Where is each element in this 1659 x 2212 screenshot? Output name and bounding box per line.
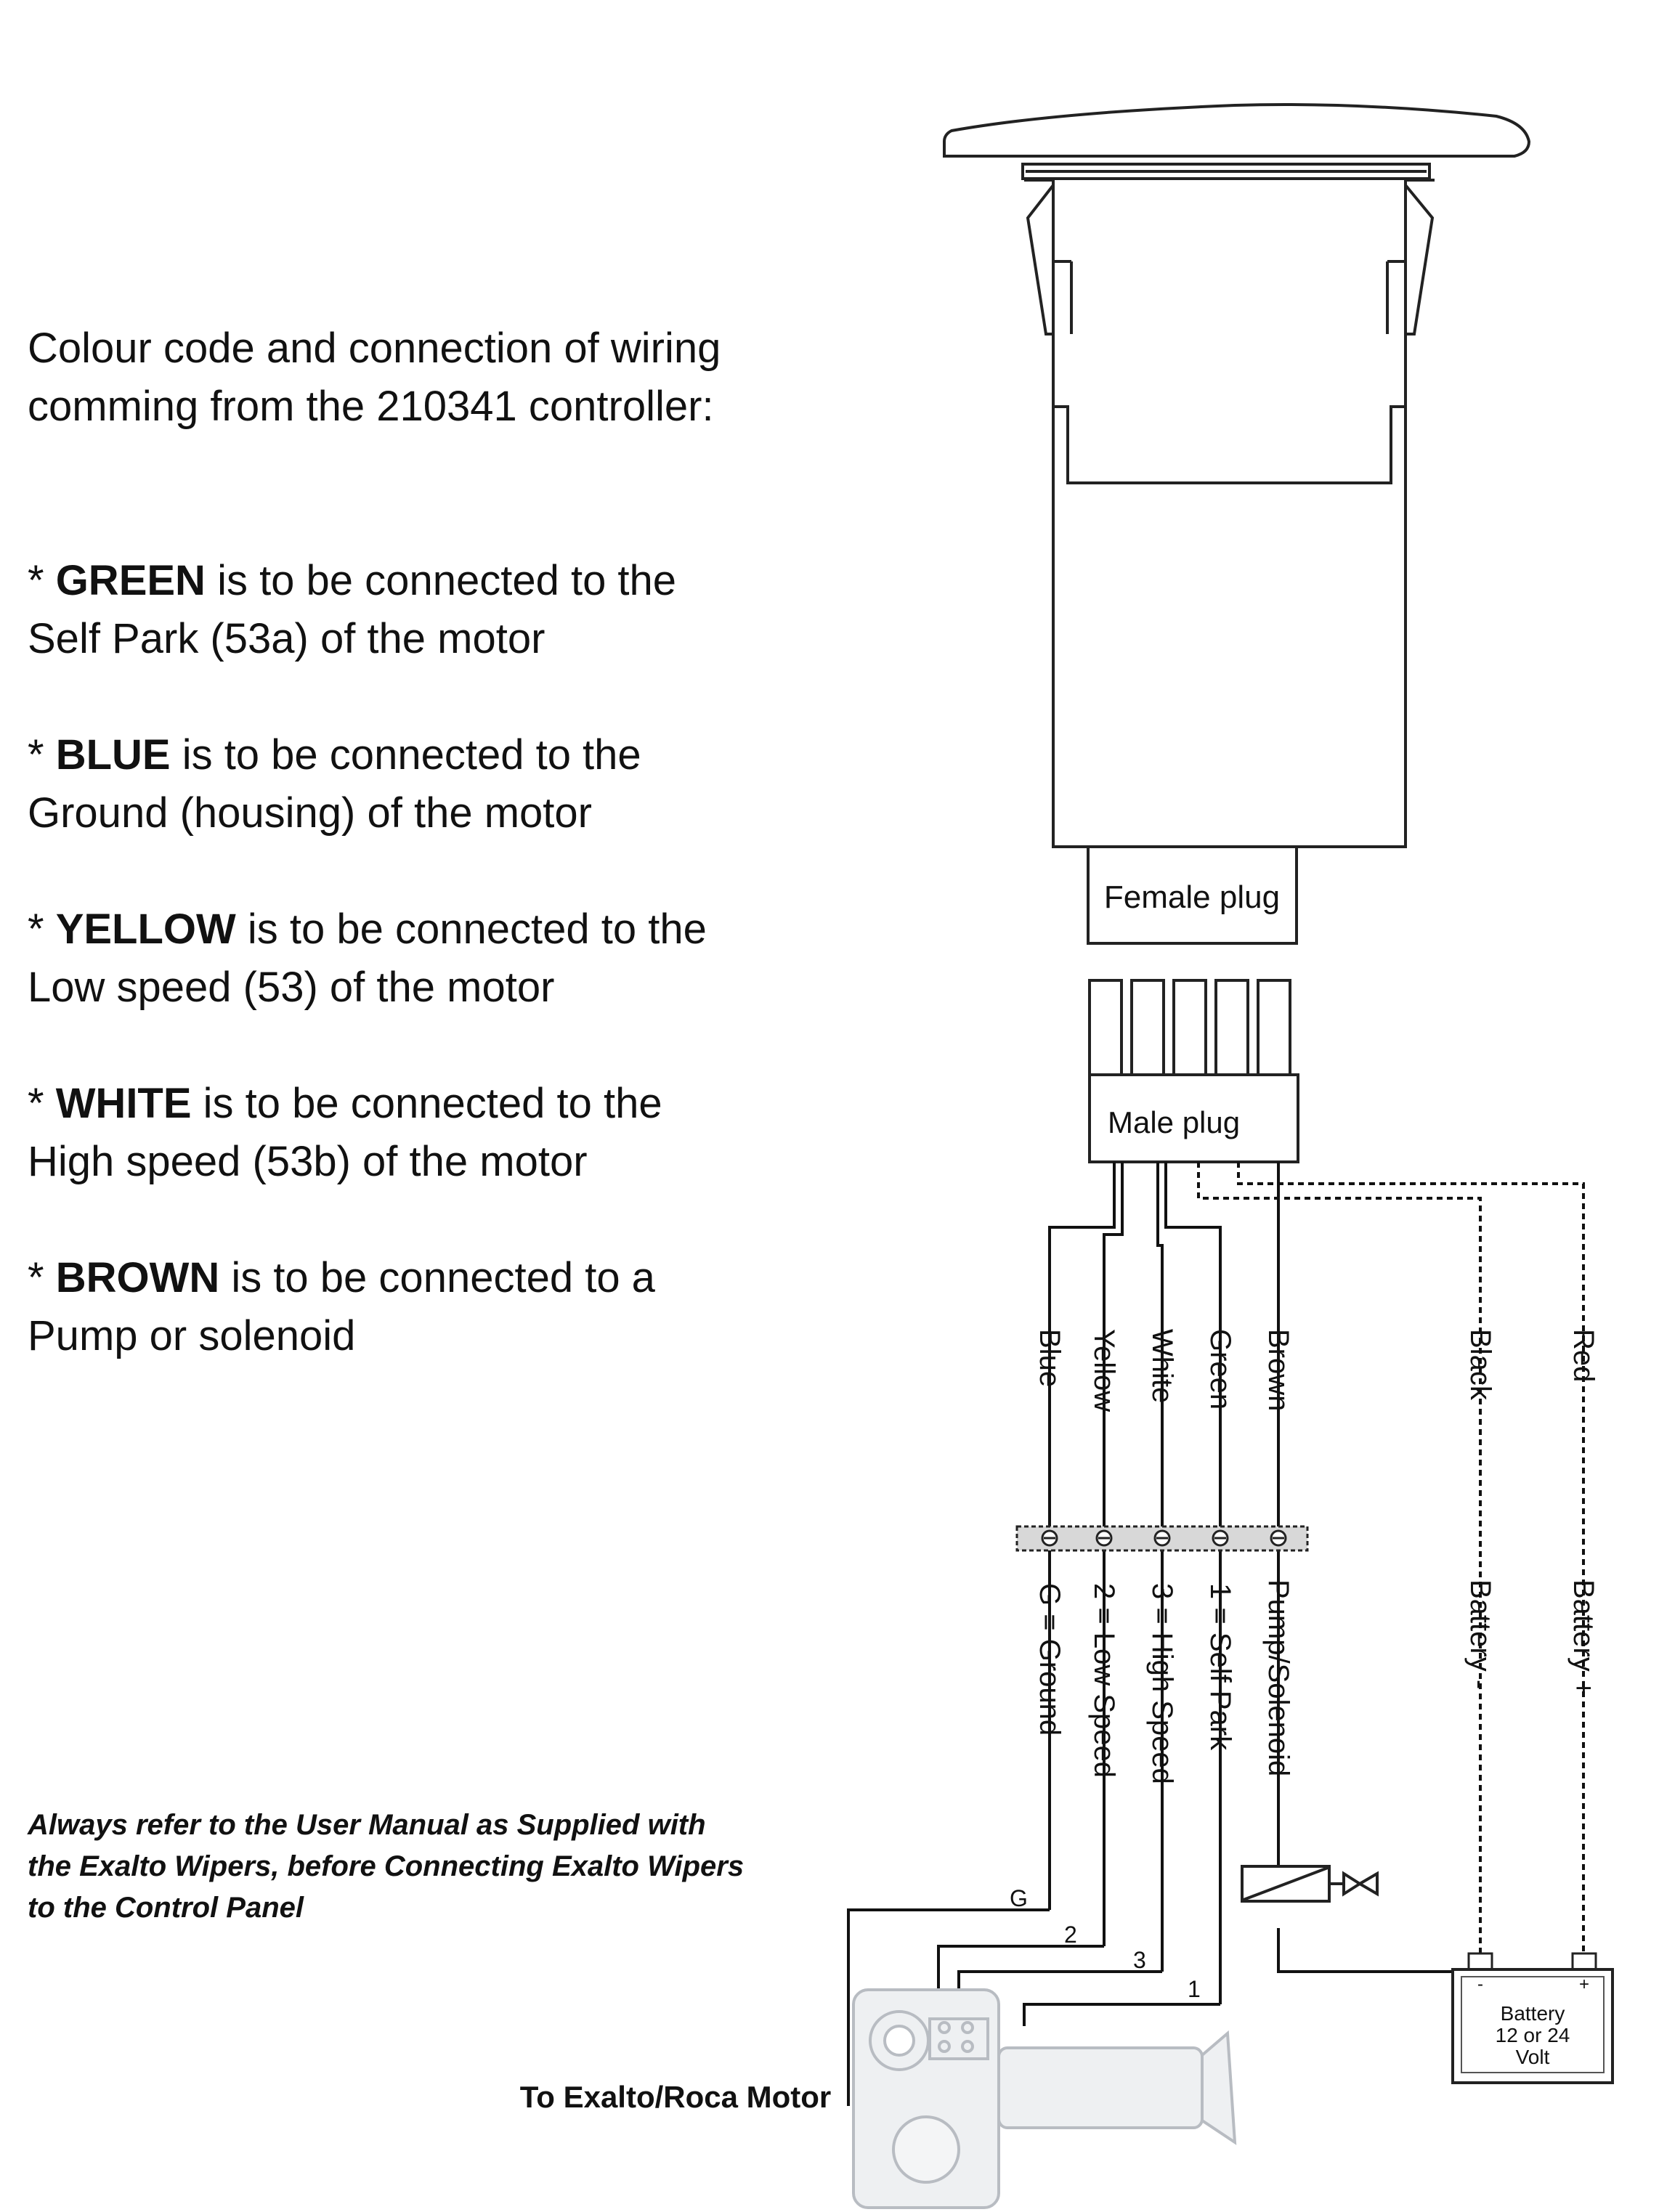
instruction-text: is to be connected to the — [191, 1080, 662, 1127]
color-word-white: WHITE — [55, 1080, 192, 1127]
wires-dashed — [1197, 1162, 1585, 1968]
instruction-yellow: * YELLOW is to be connected to the Low s… — [28, 900, 899, 1017]
bullet: * — [28, 1254, 56, 1301]
user-manual-note: Always refer to the User Manual as Suppl… — [28, 1809, 745, 1924]
controller-switch — [943, 103, 1531, 848]
battery-label-1: Battery — [1501, 2002, 1565, 2025]
wiper-motor-icon — [852, 1988, 1237, 2209]
battery-minus-sign: - — [1477, 1975, 1483, 1994]
wire-label-black: Black — [1464, 1329, 1496, 1401]
instruction-blue: * BLUE is to be connected to the Ground … — [28, 726, 899, 842]
intro-text: Colour code and connection of wiring com… — [28, 325, 721, 430]
terminal-label-ground: G = Ground — [1034, 1583, 1066, 1736]
female-plug-label: Female plug — [1104, 879, 1280, 915]
bullet: * — [28, 557, 56, 604]
terminal-label-battery-plus: Battery + — [1567, 1579, 1599, 1696]
terminal-label-low-speed: 2 = Low Speed — [1088, 1583, 1120, 1778]
instruction-target: Low speed (53) of the motor — [28, 964, 555, 1011]
battery-icon: - + Battery 12 or 24 Volt — [1451, 1952, 1614, 2084]
bullet: * — [28, 906, 56, 953]
female-plug: Female plug — [1087, 845, 1298, 945]
terminal-labels: G = Ground 2 = Low Speed 3 = High Speed … — [1034, 1579, 1599, 1784]
instruction-text: is to be connected to the — [170, 731, 641, 778]
wire-label-yellow: Yellow — [1088, 1329, 1120, 1412]
motor-terminal-1: 1 — [1188, 1976, 1201, 2002]
instruction-text: is to be connected to the — [205, 557, 677, 604]
wire-label-brown: Brown — [1262, 1329, 1294, 1411]
motor-label: To Exalto/Roca Motor — [519, 2080, 832, 2114]
color-word-blue: BLUE — [55, 731, 171, 778]
solenoid-icon — [1241, 1865, 1379, 1903]
battery-label-3: Volt — [1516, 2046, 1550, 2068]
color-word-green: GREEN — [55, 557, 206, 604]
instruction-brown: * BROWN is to be connected to a Pump or … — [28, 1249, 899, 1365]
instruction-target: Pump or solenoid — [28, 1312, 356, 1359]
motor-terminal-2: 2 — [1064, 1922, 1077, 1948]
instruction-text: is to be connected to the — [235, 906, 707, 953]
battery-label-2: 12 or 24 — [1496, 2024, 1570, 2046]
motor-terminal-g: G — [1010, 1885, 1028, 1911]
instruction-text: is to be connected to a — [219, 1254, 655, 1301]
terminal-label-battery-minus: Battery - — [1464, 1579, 1496, 1689]
terminal-label-high-speed: 3 = High Speed — [1146, 1583, 1178, 1784]
terminal-label-pump: Pump/Solenoid — [1262, 1579, 1294, 1776]
wire-label-red: Red — [1567, 1329, 1599, 1382]
motor-terminal-labels: G 2 3 1 — [1010, 1885, 1201, 2002]
wire-labels: Blue Yellow White Green Brown Black Red — [1034, 1329, 1599, 1412]
male-plug-label: Male plug — [1108, 1105, 1240, 1139]
instruction-white: * WHITE is to be connected to the High s… — [28, 1075, 899, 1191]
instruction-target: High speed (53b) of the motor — [28, 1138, 588, 1185]
wire-label-white: White — [1146, 1329, 1178, 1403]
motor-terminal-3: 3 — [1133, 1947, 1146, 1973]
wire-label-green: Green — [1204, 1329, 1236, 1410]
bullet: * — [28, 1080, 56, 1127]
terminal-strip — [1015, 1525, 1309, 1552]
terminal-label-self-park: 1 = Self Park — [1204, 1583, 1236, 1751]
instruction-target: Ground (housing) of the motor — [28, 789, 592, 837]
wires-solid — [847, 1162, 1498, 2106]
male-plug: Male plug — [1088, 979, 1299, 1163]
bullet: * — [28, 731, 56, 778]
color-word-yellow: YELLOW — [55, 906, 236, 953]
color-word-brown: BROWN — [55, 1254, 220, 1301]
instruction-green: * GREEN is to be connected to the Self P… — [28, 552, 899, 668]
wire-label-blue: Blue — [1034, 1329, 1066, 1387]
battery-plus-sign: + — [1579, 1975, 1589, 1994]
instruction-target: Self Park (53a) of the motor — [28, 615, 545, 662]
